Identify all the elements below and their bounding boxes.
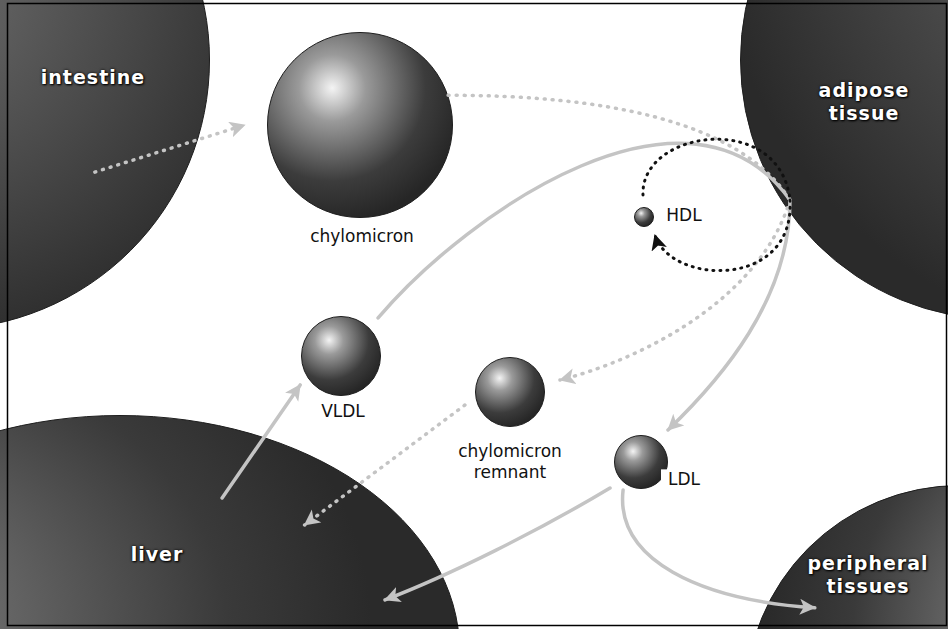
dotted-flow-arrow (560, 200, 790, 380)
label-slot: peripheral tissues (793, 552, 943, 598)
shape-fill (746, 486, 948, 629)
shape-outline (614, 435, 668, 489)
adipose-organ: adipose tissue (740, 0, 948, 320)
label-slot: chylomicron remnant (445, 441, 575, 484)
label-slot: LDL (661, 469, 707, 490)
shape-fill (0, 0, 210, 330)
particle-label: LDL (661, 469, 707, 490)
shape-fill (476, 358, 545, 427)
peripheral-organ: peripheral tissues (745, 485, 948, 629)
particle-label: chylomicron (297, 226, 427, 247)
particle-label: HDL (659, 205, 709, 226)
shape-outline (740, 0, 948, 320)
shape-fill (615, 436, 668, 489)
shape-fill (635, 208, 654, 227)
label-slot: chylomicron (297, 226, 427, 247)
label-slot: VLDL (313, 401, 373, 422)
label-slot: liver (97, 543, 217, 566)
label-slot: HDL (659, 205, 709, 226)
vldl-particle: VLDL (301, 316, 381, 396)
label-slot: adipose tissue (809, 79, 919, 125)
dotted-flow-arrow (448, 95, 790, 200)
tissue-label: liver (97, 543, 217, 566)
shape-fill (268, 33, 453, 218)
dotted-flow-arrow (655, 200, 790, 271)
particle-label: chylomicron remnant (445, 441, 575, 484)
particle-label: VLDL (313, 401, 373, 422)
tissue-label: adipose tissue (809, 79, 919, 125)
intestine-organ: intestine (0, 0, 210, 330)
tissue-label: peripheral tissues (793, 552, 943, 598)
liver-organ: liver (0, 415, 460, 629)
shape-outline (267, 32, 453, 218)
remnant-particle: chylomicron remnant (475, 357, 545, 427)
shape-outline (475, 357, 545, 427)
shape-fill (0, 416, 460, 629)
shape-outline (301, 316, 381, 396)
hdl-particle: HDL (634, 207, 654, 227)
shape-outline (634, 207, 654, 227)
label-slot: intestine (13, 66, 173, 89)
chylomicron-particle: chylomicron (267, 32, 453, 218)
shape-outline (0, 0, 210, 330)
shape-outline (0, 415, 460, 629)
flow-arrow (668, 200, 790, 430)
shape-fill (302, 317, 381, 396)
shape-fill (741, 0, 948, 320)
tissue-label: intestine (13, 66, 173, 89)
ldl-particle: LDL (614, 435, 668, 489)
